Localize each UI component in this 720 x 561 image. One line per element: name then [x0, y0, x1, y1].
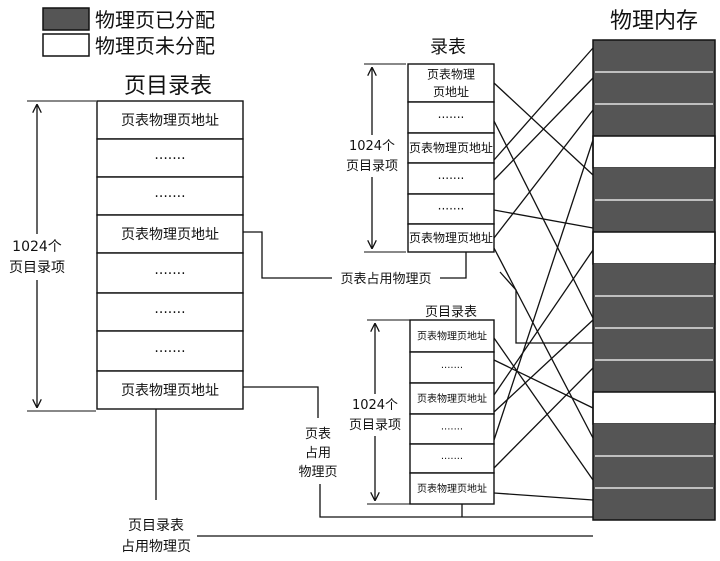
page-table-top-row — [407, 223, 495, 253]
page-directory-row-text: ······· — [154, 344, 185, 360]
page-directory-row — [96, 176, 244, 216]
page-table-top-title: 录表 — [430, 37, 466, 58]
page-table-bottom-row — [409, 382, 495, 415]
memory-frame-allocated — [593, 488, 715, 520]
memory-frame-allocated — [593, 360, 715, 392]
page-table-bottom-row — [409, 319, 495, 353]
page-table-bottom-size-line1: 1024个 — [352, 398, 398, 413]
page-table-top-row — [407, 101, 495, 134]
memory-frame-allocated — [593, 264, 715, 296]
page-table-bottom-title: 页目录表 — [425, 305, 477, 320]
page-directory-row-text: ······· — [154, 305, 185, 321]
page-directory-title: 页目录表 — [124, 74, 212, 99]
page-directory-row — [96, 214, 244, 254]
page-table-bottom-row-text: ······· — [441, 425, 463, 436]
memory-frame-allocated — [593, 168, 715, 200]
memory-frame-free — [592, 231, 716, 265]
page-directory-row — [96, 138, 244, 178]
page-directory-row — [96, 252, 244, 294]
page-table-top-row-text: ······· — [438, 172, 465, 186]
page-table-bottom-size-line2: 页目录项 — [349, 418, 401, 433]
page-directory-size-arrow: 1024个 页目录项 — [4, 100, 96, 412]
page-directory-size-line1: 1024个 — [12, 239, 62, 255]
page-table-bottom: 页表物理页地址 ······· 页表物理页地址 ······· ······· 页表物理页… — [409, 319, 495, 505]
page-directory-row — [96, 292, 244, 332]
page-table-bottom-row — [409, 472, 495, 505]
page-table-bottom-row-text: 页表物理页地址 — [417, 482, 487, 495]
page-directory-row-text: 页表物理页地址 — [121, 113, 219, 129]
page-table-bottom-size-arrow: 1024个 页目录项 — [343, 319, 410, 505]
page-directory-row-text: ······· — [154, 266, 185, 282]
page-directory-row-text: 页表物理页地址 — [121, 383, 219, 399]
page-table-top-row-text: 页表物理页地址 — [427, 68, 475, 99]
page-table-top: 页表物理页地址 ······· 页表物理页地址 ······· ······· 页表物理页… — [407, 63, 495, 253]
page-table-bottom-occupy-line2: 占用 — [305, 446, 331, 461]
page-table-top-size-line2: 页目录项 — [346, 159, 398, 174]
page-table-top-row — [407, 132, 495, 164]
page-table-bottom-occupy-line1: 页表 — [305, 427, 331, 442]
memory-frame-allocated — [593, 456, 715, 488]
page-directory-row-text: 页表物理页地址 — [121, 227, 219, 243]
page-table-bottom-row-text: 页表物理页地址 — [417, 330, 487, 343]
legend: 物理页已分配 物理页未分配 — [42, 7, 215, 58]
page-directory-occupy-line2: 占用物理页 — [121, 539, 191, 555]
page-directory-row-text: ······· — [154, 189, 185, 205]
page-table-top-row — [407, 193, 495, 225]
memory-title: 物理内存 — [610, 9, 698, 34]
page-table-top-row-text: ······· — [438, 202, 465, 216]
page-directory-size-line2: 页目录项 — [9, 260, 65, 276]
physical-memory — [592, 39, 716, 521]
page-table-bottom-row-text: ······· — [441, 454, 463, 465]
memory-frame-allocated — [593, 72, 715, 104]
legend-allocated-swatch — [42, 7, 90, 31]
legend-free-swatch — [42, 33, 90, 57]
page-table-bottom-row-text: 页表物理页地址 — [417, 392, 487, 405]
page-directory-row — [96, 330, 244, 372]
page-table-bottom-occupy-line3: 物理页 — [298, 465, 337, 480]
legend-allocated-label: 物理页已分配 — [95, 8, 215, 32]
page-table-top-row-text: 页表物理页地址 — [409, 231, 493, 245]
page-directory-occupy-line1: 页目录表 — [128, 518, 184, 534]
legend-free-label: 物理页未分配 — [95, 34, 215, 58]
connection-lines — [155, 47, 594, 537]
page-table-top-occupy-label: 页表占用物理页 — [340, 272, 431, 287]
page-table-bottom-row-text: ······· — [441, 363, 463, 374]
page-directory-table: 页表物理页地址 ······· ······· 页表物理页地址 ······· ·····… — [96, 100, 244, 410]
memory-frame-free — [592, 135, 716, 169]
page-table-bottom-row — [409, 351, 495, 384]
page-table-top-row-text: ······· — [438, 111, 465, 125]
memory-frame-allocated — [593, 104, 715, 136]
memory-frame-allocated — [593, 40, 715, 72]
page-table-top-size-arrow: 1024个 页目录项 — [340, 63, 406, 253]
page-table-top-row-text: 页表物理页地址 — [409, 141, 493, 155]
page-directory-row — [96, 100, 244, 140]
memory-frame-allocated — [593, 424, 715, 456]
page-table-top-size-line1: 1024个 — [349, 139, 395, 154]
page-table-bottom-row — [409, 443, 495, 474]
memory-frame-free — [592, 391, 716, 425]
memory-frame-allocated — [593, 296, 715, 328]
page-directory-row — [96, 370, 244, 410]
page-directory-row-text: ······· — [154, 151, 185, 167]
memory-frame-allocated — [593, 200, 715, 232]
memory-frame-allocated — [593, 328, 715, 360]
